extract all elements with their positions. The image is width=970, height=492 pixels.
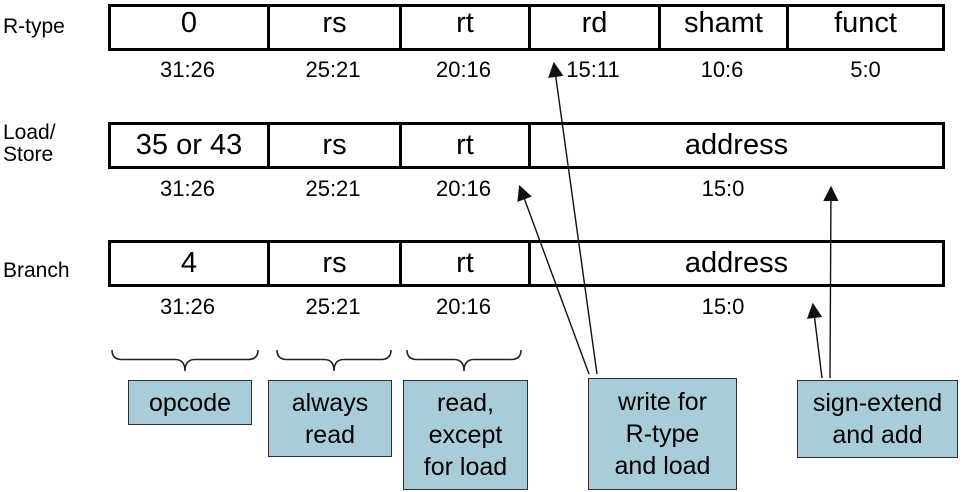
bits-label: 25:21 <box>305 176 361 201</box>
bits-label: 15:0 <box>701 294 745 319</box>
bits-label: 5:0 <box>850 57 881 82</box>
note-write-for-rtype-and-load: write for R-type and load <box>588 378 737 490</box>
row-label-branch: Branch <box>3 259 70 282</box>
rtype-row: 0 rs rt rd shamt funct <box>108 4 945 51</box>
bits-label: 10:6 <box>700 57 744 82</box>
bits-label: 25:21 <box>305 294 361 319</box>
note-always-read: always read <box>268 380 392 457</box>
bits-label: 31:26 <box>159 176 216 201</box>
field-branch-rt: rt <box>399 243 528 284</box>
bits-label: 20:16 <box>435 176 492 201</box>
bits-label: 20:16 <box>435 294 492 319</box>
note-sign-extend-and-add: sign-extend and add <box>797 380 958 458</box>
bits-label: 15:0 <box>701 176 745 201</box>
note-opcode: opcode <box>128 380 252 425</box>
branch-row: 4 rs rt address <box>108 240 945 287</box>
brace-opcode <box>111 349 259 372</box>
note-read-except-for-load: read, except for load <box>403 380 528 490</box>
field-rtype-funct: funct <box>786 7 942 48</box>
field-rtype-opcode: 0 <box>111 7 267 48</box>
field-branch-opcode: 4 <box>111 243 267 284</box>
field-rtype-rd: rd <box>528 7 658 48</box>
row-label-rtype: R-type <box>3 15 65 38</box>
brace-rt <box>406 349 522 372</box>
field-loadstore-rt: rt <box>399 125 528 166</box>
field-loadstore-rs: rs <box>267 125 399 166</box>
row-label-loadstore: Load/ Store <box>3 121 56 166</box>
bits-label: 31:26 <box>159 57 216 82</box>
field-branch-rs: rs <box>267 243 399 284</box>
loadstore-row: 35 or 43 rs rt address <box>108 122 945 169</box>
bits-label: 25:21 <box>305 57 361 82</box>
field-branch-address: address <box>528 243 942 284</box>
field-rtype-rt: rt <box>399 7 528 48</box>
field-loadstore-opcode: 35 or 43 <box>111 125 267 166</box>
bits-label: 31:26 <box>159 294 216 319</box>
arrow-write-to-rtype-rd <box>548 61 598 375</box>
bits-label: 20:16 <box>435 57 492 82</box>
bits-label: 15:11 <box>566 57 620 82</box>
field-loadstore-address: address <box>528 125 942 166</box>
brace-rs <box>276 349 392 372</box>
field-rtype-rs: rs <box>267 7 399 48</box>
field-rtype-shamt: shamt <box>658 7 786 48</box>
